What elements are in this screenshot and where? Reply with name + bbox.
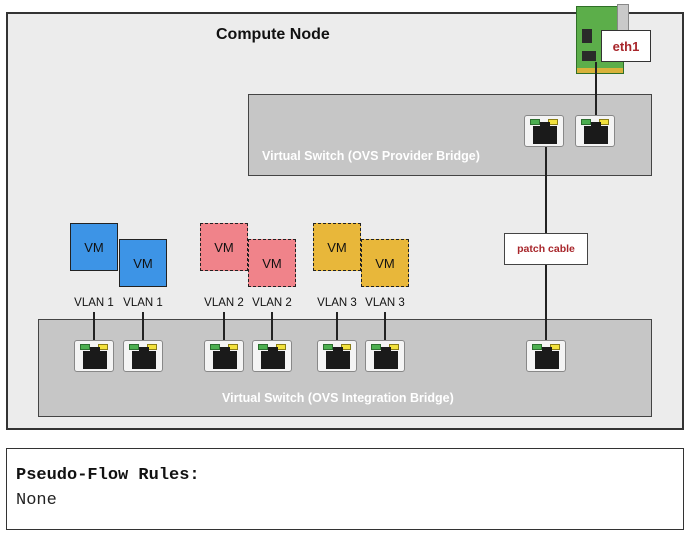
vm-link-line <box>336 312 338 341</box>
compute-node-title: Compute Node <box>216 26 330 43</box>
integration-patch-port <box>526 340 566 372</box>
vlan-label-1: VLAN 1 <box>74 297 114 309</box>
integration-bridge-label: Virtual Switch (OVS Integration Bridge) <box>222 391 454 405</box>
nic-chip <box>582 29 592 43</box>
vm-5: VM <box>313 223 361 271</box>
patch-cable-label: patch cable <box>504 233 588 265</box>
vm-link-line <box>384 312 386 341</box>
integration-port-vm2 <box>123 340 163 372</box>
provider-bridge-label: Virtual Switch (OVS Provider Bridge) <box>262 149 480 163</box>
vlan-label-5: VLAN 3 <box>317 297 357 309</box>
vm-3: VM <box>200 223 248 271</box>
vm-link-line <box>93 312 95 341</box>
vlan-label-2: VLAN 1 <box>123 297 163 309</box>
vlan-label-6: VLAN 3 <box>365 297 405 309</box>
vm-link-line <box>271 312 273 341</box>
provider-uplink-port <box>575 115 615 147</box>
provider-patch-port <box>524 115 564 147</box>
vm-6: VM <box>361 239 409 287</box>
integration-port-vm6 <box>365 340 405 372</box>
vm-link-line <box>142 312 144 341</box>
flow-rules-box <box>6 448 684 530</box>
vlan-label-3: VLAN 2 <box>204 297 244 309</box>
integration-port-vm5 <box>317 340 357 372</box>
flow-rules-value: None <box>16 491 57 510</box>
vm-link-line <box>223 312 225 341</box>
vlan-label-4: VLAN 2 <box>252 297 292 309</box>
integration-port-vm3 <box>204 340 244 372</box>
flow-rules-title: Pseudo-Flow Rules: <box>16 466 200 485</box>
vm-2: VM <box>119 239 167 287</box>
nic-uplink-line <box>595 62 597 115</box>
integration-port-vm4 <box>252 340 292 372</box>
nic-chip <box>582 51 596 61</box>
integration-port-vm1 <box>74 340 114 372</box>
nic-contacts <box>577 68 623 73</box>
eth1-label-box: eth1 <box>601 30 651 62</box>
vm-4: VM <box>248 239 296 287</box>
vm-1: VM <box>70 223 118 271</box>
